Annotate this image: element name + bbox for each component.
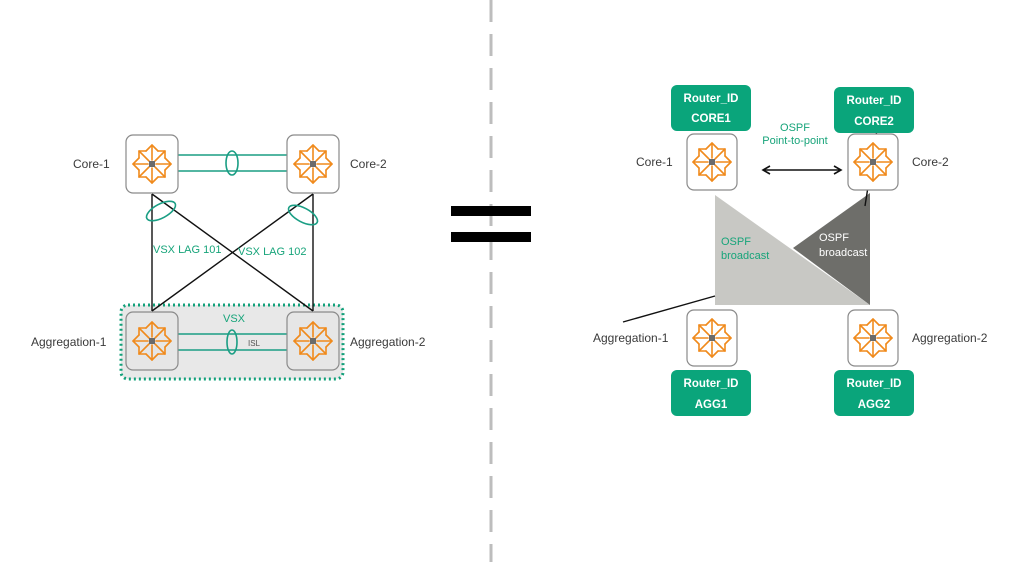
svg-text:AGG1: AGG1 (695, 399, 728, 411)
ospf-broadcast-1-label-1: OSPF (721, 236, 751, 248)
right-agg1-switch (686, 309, 738, 367)
vsx-label: VSX (223, 313, 246, 325)
lag101-label: VSX LAG 101 (153, 244, 222, 256)
p2p-arrow (761, 165, 843, 175)
agg1-broadcast-link (622, 295, 716, 323)
router-id-badge-agg2: Router_ID AGG2 (834, 370, 914, 416)
ospf-broadcast-2-label-2: broadcast (819, 247, 867, 259)
ospf-broadcast-1-label-2: broadcast (721, 250, 769, 262)
isl-link (178, 329, 287, 355)
lag101-ellipse (145, 200, 177, 222)
svg-text:Router_ID: Router_ID (684, 93, 739, 105)
svg-text:AGG2: AGG2 (858, 399, 891, 411)
core1-switch (125, 134, 179, 194)
left-agg1-label: Aggregation-1 (31, 335, 107, 349)
ospf-p2p-label-2: Point-to-point (762, 135, 827, 147)
right-agg2-switch (847, 309, 899, 367)
right-agg1-label: Aggregation-1 (593, 331, 669, 345)
lag102-label: VSX LAG 102 (238, 246, 307, 258)
right-agg2-label: Aggregation-2 (912, 331, 988, 345)
agg2-switch (286, 311, 340, 371)
ospf-p2p-label-1: OSPF (780, 122, 810, 134)
isl-label: ISL (248, 339, 261, 348)
lag102-ellipse (287, 204, 319, 226)
router-id-badge-core2: Router_ID CORE2 (834, 87, 914, 133)
core2-switch (286, 134, 340, 194)
svg-text:Router_ID: Router_ID (847, 378, 902, 390)
equals-symbol (451, 206, 531, 242)
right-core2-label: Core-2 (912, 155, 949, 169)
left-core2-label: Core-2 (350, 157, 387, 171)
svg-text:CORE1: CORE1 (691, 113, 731, 125)
svg-text:CORE2: CORE2 (854, 116, 894, 128)
svg-text:Router_ID: Router_ID (684, 378, 739, 390)
left-core1-label: Core-1 (73, 157, 110, 171)
router-id-badge-core1: Router_ID CORE1 (671, 85, 751, 131)
ospf-broadcast-2-label-1: OSPF (819, 232, 849, 244)
right-core1-label: Core-1 (636, 155, 673, 169)
ospf-broadcast-area-1 (715, 195, 870, 305)
right-core2-switch (847, 133, 899, 191)
right-core1-switch (686, 133, 738, 191)
router-id-badge-agg1: Router_ID AGG1 (671, 370, 751, 416)
core-interconnect (178, 150, 287, 176)
ospf-broadcast-area-2 (793, 193, 870, 305)
svg-text:Router_ID: Router_ID (847, 95, 902, 107)
agg1-switch (125, 311, 179, 371)
left-agg2-label: Aggregation-2 (350, 335, 426, 349)
